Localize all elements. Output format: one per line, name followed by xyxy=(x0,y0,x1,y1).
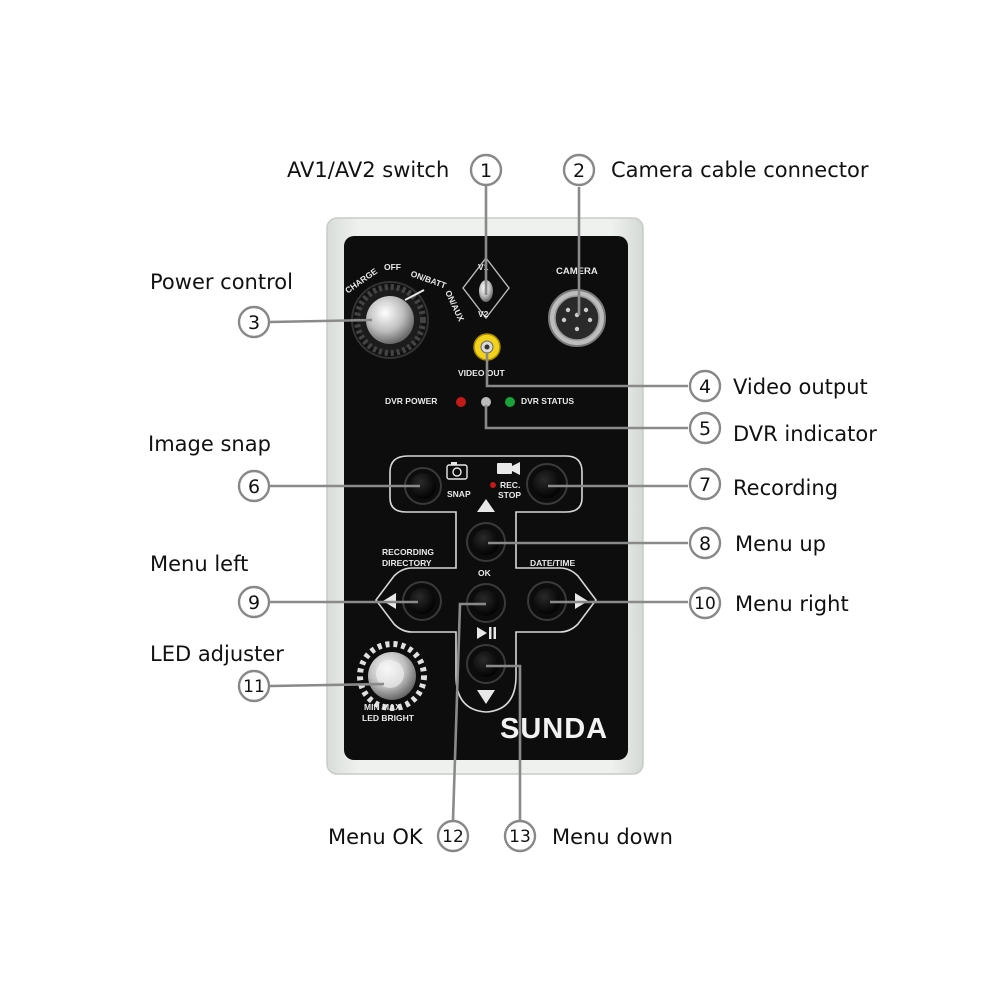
date-time-label: DATE/TIME xyxy=(530,558,576,568)
down-arrow-icon xyxy=(477,690,495,704)
callout-5-circle xyxy=(688,411,722,445)
record-button[interactable] xyxy=(526,463,568,505)
recording-directory-label-2: DIRECTORY xyxy=(382,558,432,568)
callout-10-number: 10 xyxy=(694,594,716,614)
up-arrow-icon xyxy=(477,499,495,512)
callout-3-label: Power control xyxy=(150,270,293,294)
callout-11-label: LED adjuster xyxy=(150,642,284,666)
callout-11-circle xyxy=(237,669,271,703)
play-pause-icon xyxy=(477,627,496,639)
menu-left-button[interactable] xyxy=(402,581,442,621)
stop-label: STOP xyxy=(498,490,521,500)
rec-label: REC. xyxy=(500,480,520,490)
callout-9-circle xyxy=(237,585,271,619)
callout-5-number: 5 xyxy=(699,418,711,440)
callout-8-label: Menu up xyxy=(735,532,826,556)
menu-right-button[interactable] xyxy=(527,581,567,621)
brand-logo-text: SUNDA xyxy=(500,713,608,745)
dial-off-label: OFF xyxy=(384,262,401,272)
camera-snap-icon xyxy=(446,462,468,480)
callout-4-circle xyxy=(688,369,722,403)
callout-10-label: Menu right xyxy=(735,592,849,616)
callout-1-label: AV1/AV2 switch xyxy=(287,158,449,182)
dvr-status-led xyxy=(505,397,515,407)
control-pad-outline xyxy=(375,455,597,713)
video-camera-icon xyxy=(497,462,520,475)
led-min-max-label: MIN MAX. xyxy=(364,702,403,712)
menu-down-button[interactable] xyxy=(466,644,506,684)
callout-7-label: Recording xyxy=(733,476,838,500)
callout-10-circle xyxy=(688,586,722,620)
callout-9-number: 9 xyxy=(248,592,260,614)
callout-1-circle xyxy=(469,153,503,187)
callout-7-number: 7 xyxy=(699,474,711,496)
callout-7-circle xyxy=(688,467,722,501)
callout-2-circle xyxy=(562,153,596,187)
callout-4-number: 4 xyxy=(699,376,711,398)
recording-directory-label-1: RECORDING xyxy=(382,547,434,557)
callout-3-circle xyxy=(237,305,271,339)
callout-6-label: Image snap xyxy=(148,432,271,456)
switch-v1-label: V1 xyxy=(478,262,489,272)
snap-label: SNAP xyxy=(447,489,471,499)
camera-connector[interactable] xyxy=(548,289,606,347)
led-bright-label: LED BRIGHT xyxy=(362,713,415,723)
rec-dot-icon xyxy=(490,482,496,488)
callout-1-number: 1 xyxy=(480,160,492,182)
power-dial[interactable] xyxy=(351,281,429,359)
leader-lines xyxy=(269,186,688,821)
snap-button[interactable] xyxy=(404,467,442,505)
switch-v2-label: V2 xyxy=(478,309,489,319)
dvr-center-led xyxy=(481,397,491,407)
led-adjuster-knob[interactable] xyxy=(357,641,427,711)
callout-12-number: 12 xyxy=(442,827,464,847)
callout-13-number: 13 xyxy=(509,827,531,847)
callout-11-number: 11 xyxy=(243,677,265,697)
menu-up-button[interactable] xyxy=(466,522,506,562)
callout-8-circle xyxy=(688,526,722,560)
callout-13-circle xyxy=(503,819,537,853)
callout-6-circle xyxy=(237,469,271,503)
callout-12-circle xyxy=(436,819,470,853)
callout-5-label: DVR indicator xyxy=(733,422,877,446)
video-out-label: VIDEO OUT xyxy=(458,368,506,378)
ok-label: OK xyxy=(478,568,492,578)
callout-2-label: Camera cable connector xyxy=(611,158,869,182)
dvr-power-label: DVR POWER xyxy=(385,396,437,406)
callout-4-label: Video output xyxy=(733,375,868,399)
callout-8-number: 8 xyxy=(699,533,711,555)
callout-2-number: 2 xyxy=(573,160,585,182)
camera-label: CAMERA xyxy=(556,266,598,277)
dvr-status-label: DVR STATUS xyxy=(521,396,574,406)
callout-9-label: Menu left xyxy=(150,552,248,576)
device-panel xyxy=(344,236,628,760)
dvr-power-led xyxy=(456,397,466,407)
callout-6-number: 6 xyxy=(248,476,260,498)
callout-3-number: 3 xyxy=(248,312,260,334)
callout-13-label: Menu down xyxy=(552,825,673,849)
callout-12-label: Menu OK xyxy=(328,825,424,849)
